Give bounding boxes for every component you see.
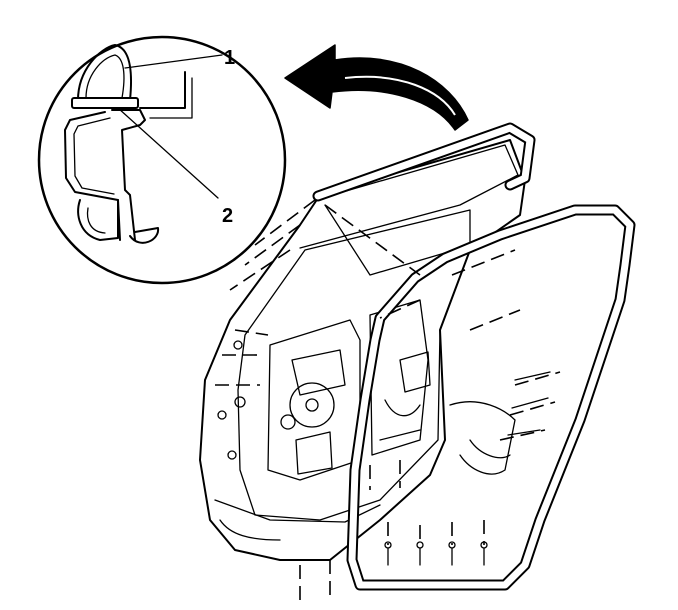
callout-label-2: 2: [222, 205, 233, 227]
door-weatherstrip-seal: [312, 122, 636, 591]
alignment-dashed-lines: [215, 199, 561, 600]
callout-label-1: 1: [224, 47, 235, 69]
direction-arrow: [284, 44, 469, 131]
detail-magnifier: [37, 35, 287, 285]
